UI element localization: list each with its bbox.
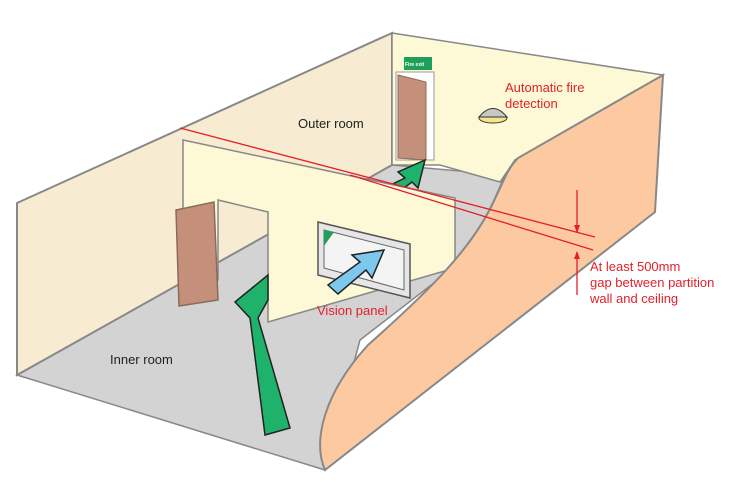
- outer-door: [397, 74, 427, 161]
- inner-door: [175, 201, 219, 307]
- gap-note-line-1: At least 500mm: [590, 259, 681, 274]
- smoke-detector-icon: [477, 108, 509, 124]
- vision-panel-label: Vision panel: [317, 303, 388, 318]
- fire-exit-sign-icon: Fire exit: [404, 57, 432, 70]
- fire-detection-line-1: Automatic fire: [505, 80, 585, 95]
- gap-note-line-3: wall and ceiling: [590, 291, 679, 306]
- end-wall: [319, 73, 665, 472]
- fire-detection-line-2: detection: [505, 96, 558, 111]
- gap-note-line-2: gap between partition: [590, 275, 715, 290]
- vision-arrow: [326, 249, 386, 295]
- outer-room-label: Outer room: [298, 116, 364, 131]
- fire-detection-label: Automatic fire detection: [505, 80, 584, 112]
- escape-arrow-inner: [233, 273, 291, 436]
- gap-dimension: [179, 127, 596, 295]
- exit-sign-text: Fire exit: [405, 62, 425, 68]
- gap-note-label: At least 500mm gap between partition wal…: [590, 259, 714, 307]
- inner-room-label: Inner room: [110, 352, 173, 367]
